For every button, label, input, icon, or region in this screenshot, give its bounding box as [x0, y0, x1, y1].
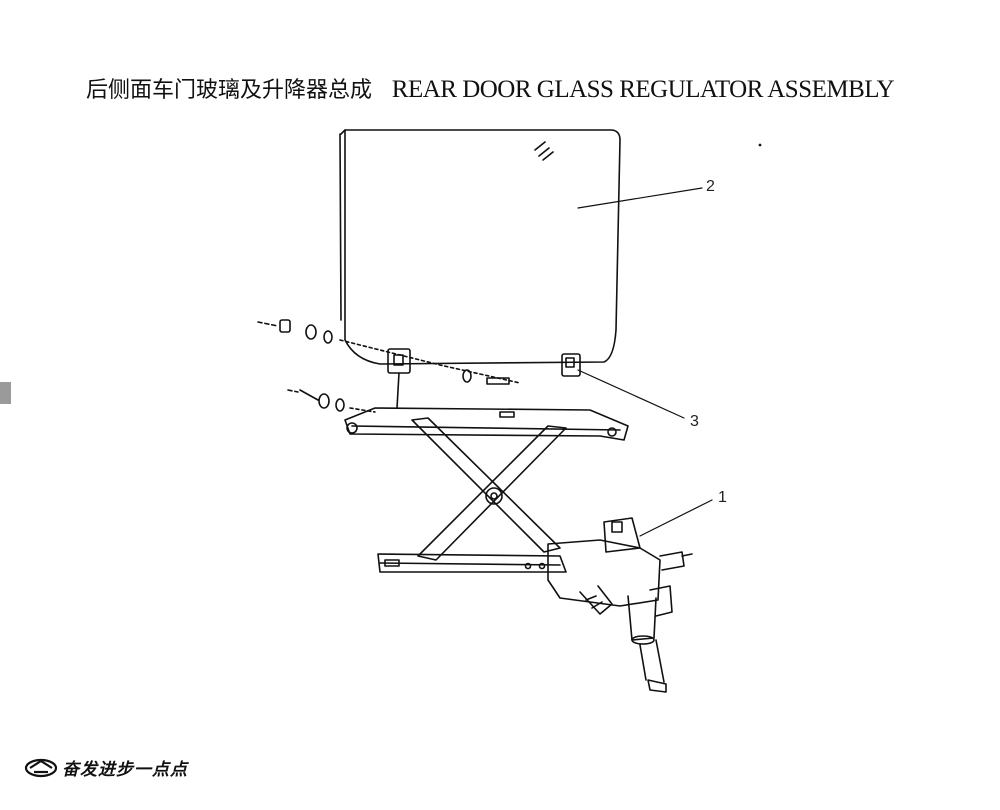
leader-line-bracket: [577, 369, 685, 419]
callout-3-label: 3: [690, 413, 699, 430]
leader-line-glass: [577, 187, 703, 209]
brand-logo: 奋发进步一点点: [24, 752, 214, 784]
regulator-motor: [547, 517, 693, 693]
brand-emblem-icon: 奋发进步一点点: [24, 758, 190, 780]
leader-line-regulator: [639, 499, 713, 537]
regulator-lower-rail: [377, 553, 567, 573]
callout-1-label: 1: [718, 489, 727, 506]
callout-2-label: 2: [706, 178, 715, 195]
title-english: REAR DOOR GLASS REGULATOR ASSEMBLY: [391, 76, 895, 103]
svg-text:奋发进步一点点: 奋发进步一点点: [62, 760, 190, 780]
glass-bracket-left: [387, 348, 411, 409]
door-glass: [339, 129, 762, 365]
glass-bracket-right: [561, 353, 581, 377]
page-edge-marker: [0, 382, 11, 404]
fasteners-upper: [257, 319, 521, 385]
page-title: 后侧面车门玻璃及升降器总成 REAR DOOR GLASS REGULATOR …: [86, 72, 966, 108]
scissor-arms: [411, 417, 567, 561]
title-chinese: 后侧面车门玻璃及升降器总成: [86, 78, 373, 103]
fasteners-lower: [287, 389, 376, 413]
regulator-upper-rail: [344, 407, 629, 441]
